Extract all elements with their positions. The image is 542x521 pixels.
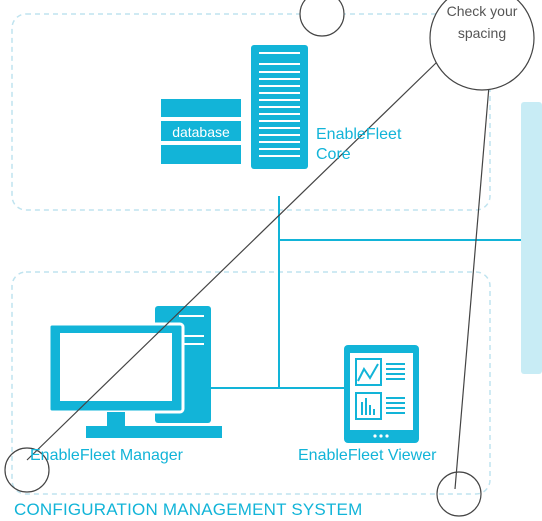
core-label-line1: EnableFleet	[316, 126, 402, 143]
bottom-group-box	[11, 271, 491, 495]
manager-label: EnableFleet Manager	[30, 447, 183, 464]
server-tower-icon	[251, 45, 308, 169]
desktop-computer-icon	[47, 306, 222, 438]
top-group-box	[11, 13, 491, 211]
callout-line2: spacing	[457, 25, 507, 41]
annotation-circle-callout	[429, 0, 535, 91]
tablet-icon	[344, 345, 419, 443]
connection-lines	[211, 196, 521, 389]
database-label: database	[172, 124, 230, 140]
system-label: CONFIGURATION MANAGEMENT SYSTEM	[14, 500, 363, 519]
database-icon	[161, 99, 241, 164]
annotation-overlay	[4, 0, 535, 517]
annotation-circle-top	[299, 0, 345, 37]
callout-line1: Check your	[446, 3, 518, 19]
core-label-line2: Core	[316, 146, 351, 163]
callout-text: Check your spacing	[431, 0, 533, 44]
right-scroll-bar[interactable]	[521, 102, 542, 374]
core-label: EnableFleet Core	[316, 125, 401, 165]
annotation-circle-bottom-right	[436, 471, 482, 517]
viewer-label: EnableFleet Viewer	[298, 447, 437, 464]
annotation-circle-bottom-left	[4, 447, 50, 493]
